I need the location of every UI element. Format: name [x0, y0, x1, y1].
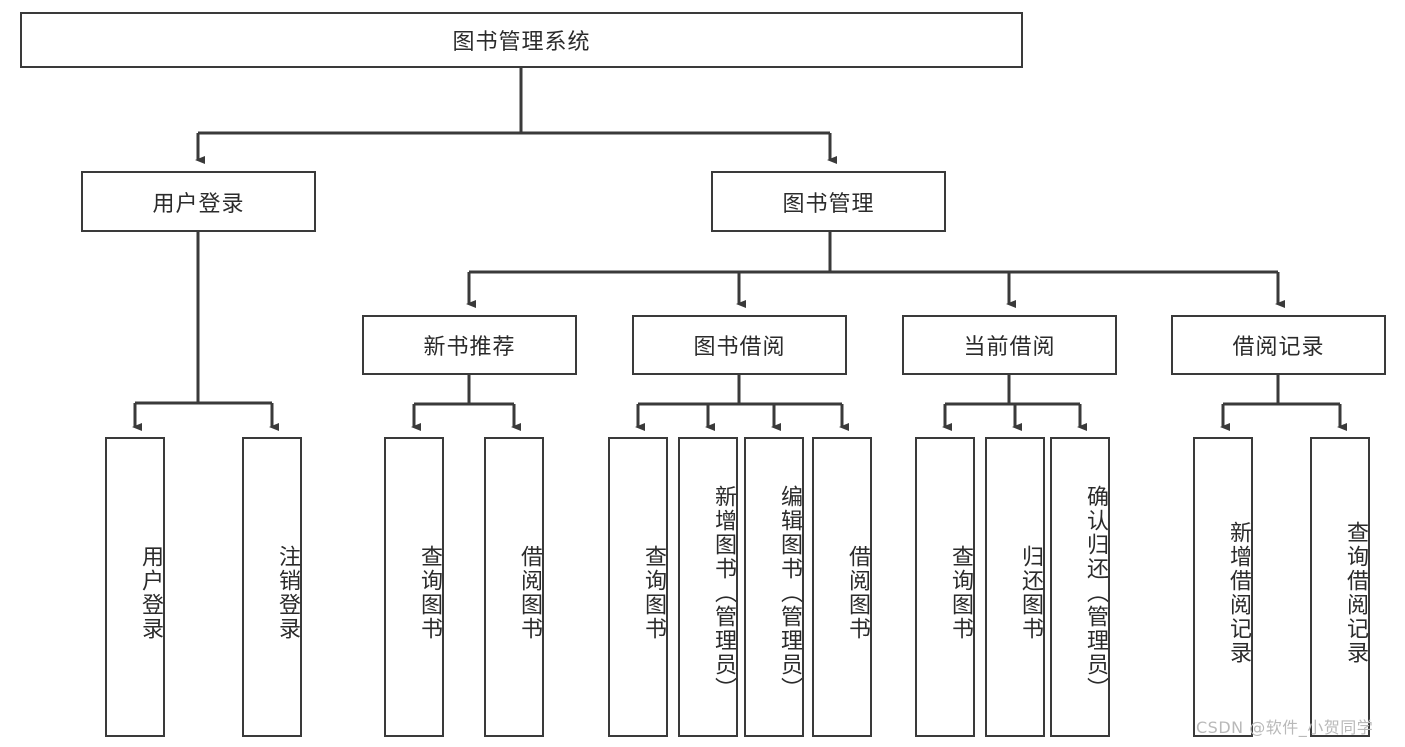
leaf-confirm-return-admin[interactable]: 确认归还（管理员）	[1050, 437, 1110, 737]
leaf-return-book[interactable]: 归还图书	[985, 437, 1045, 737]
leaf-user-login[interactable]: 用户登录	[105, 437, 165, 737]
leaf-add-borrow-record[interactable]: 新增借阅记录	[1193, 437, 1253, 737]
leaf-edit-book-admin[interactable]: 编辑图书（管理员）	[744, 437, 804, 737]
leaf-borrow-book-recommend[interactable]: 借阅图书	[484, 437, 544, 737]
leaf-borrow-book[interactable]: 借阅图书	[812, 437, 872, 737]
node-current-borrow[interactable]: 当前借阅	[902, 315, 1117, 375]
node-borrow-record[interactable]: 借阅记录	[1171, 315, 1386, 375]
node-new-book-recommend[interactable]: 新书推荐	[362, 315, 577, 375]
leaf-logout[interactable]: 注销登录	[242, 437, 302, 737]
leaf-add-book-admin[interactable]: 新增图书（管理员）	[678, 437, 738, 737]
node-book-management[interactable]: 图书管理	[711, 171, 946, 232]
node-root[interactable]: 图书管理系统	[20, 12, 1023, 68]
node-user-login[interactable]: 用户登录	[81, 171, 316, 232]
watermark: CSDN @软件_小贺同学	[1196, 718, 1374, 737]
node-book-borrow[interactable]: 图书借阅	[632, 315, 847, 375]
leaf-query-borrow-record[interactable]: 查询借阅记录	[1310, 437, 1370, 737]
leaf-query-book-recommend[interactable]: 查询图书	[384, 437, 444, 737]
leaf-query-book-current[interactable]: 查询图书	[915, 437, 975, 737]
leaf-query-book-borrow[interactable]: 查询图书	[608, 437, 668, 737]
